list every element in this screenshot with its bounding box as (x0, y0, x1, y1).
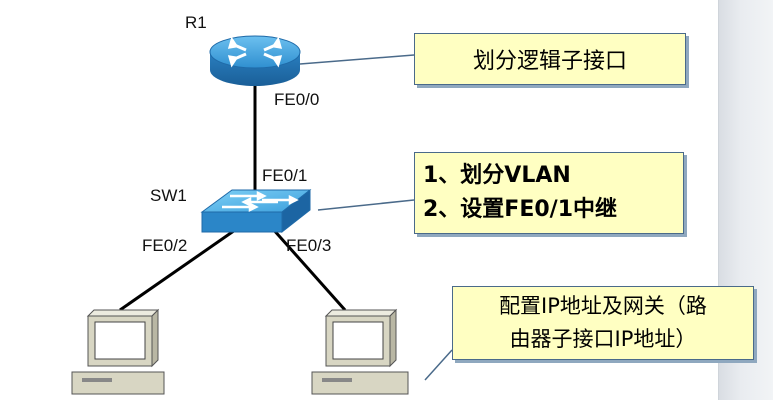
switch-port-up-label: FE0/1 (262, 166, 308, 185)
pc-callout-line-1: 配置IP地址及网关（路 (499, 294, 707, 318)
switch-icon (200, 188, 312, 234)
switch-callout: 1、划分VLAN 2、设置FE0/1中继 (414, 152, 684, 234)
router-port-label: FE0/0 (274, 90, 320, 109)
router-callout: 划分逻辑子接口 (414, 33, 686, 85)
pc-callout-line-2: 由器子接口IP地址） (509, 327, 697, 351)
pc-icon-left (71, 308, 165, 395)
link-switch-pc-right (270, 227, 347, 311)
switch-name-label: SW1 (150, 186, 187, 205)
router-name-label: R1 (185, 13, 207, 32)
switch-callout-line-1: 1、划分VLAN (423, 163, 571, 188)
pointer-switch (317, 199, 415, 211)
pc-callout: 配置IP地址及网关（路 由器子接口IP地址） (452, 286, 754, 360)
link-switch-pc-left (119, 226, 239, 312)
pointer-router (299, 54, 415, 65)
pointer-pc (424, 349, 453, 381)
switch-port-right-label: FE0/3 (286, 236, 332, 255)
router-callout-text: 划分逻辑子接口 (472, 49, 627, 74)
router-icon (209, 35, 301, 86)
switch-port-left-label: FE0/2 (142, 236, 188, 255)
switch-callout-line-2: 2、设置FE0/1中继 (423, 197, 618, 222)
pc-icon-right (311, 308, 409, 395)
